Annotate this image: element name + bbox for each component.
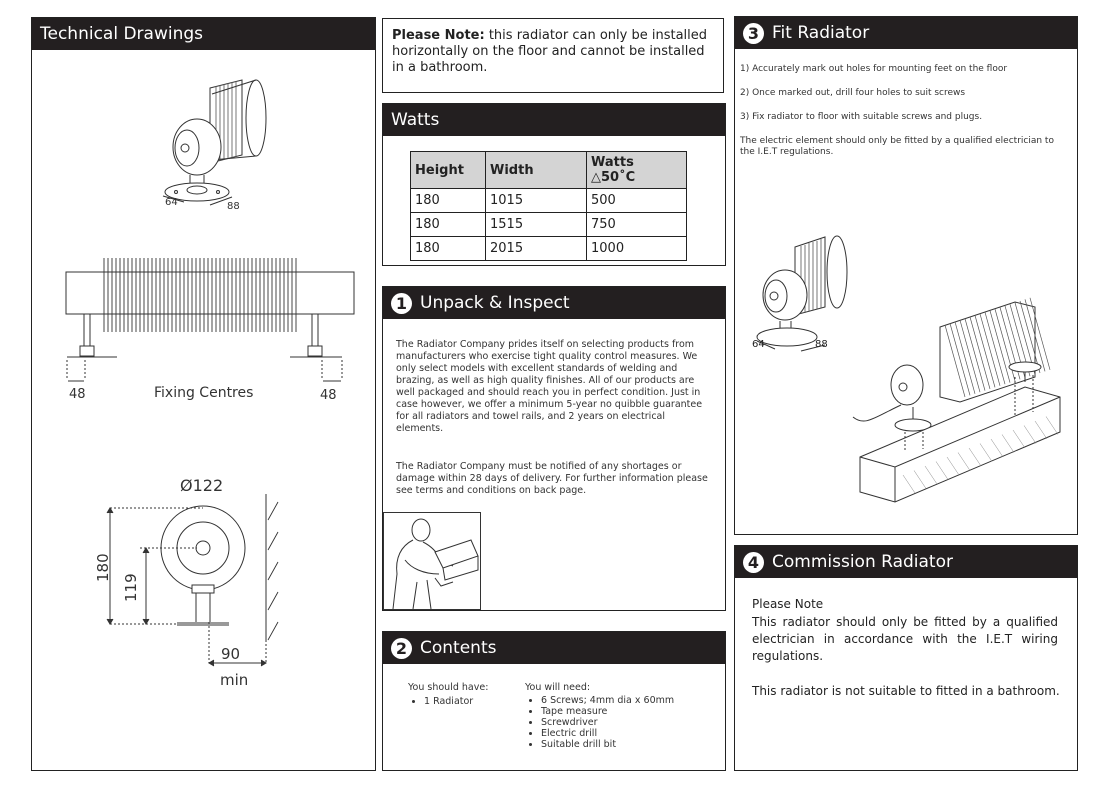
- fit-foot-dim-88: 88: [815, 339, 828, 350]
- fit-radiator-illustration: [756, 235, 1061, 503]
- table-cell: 180: [410, 188, 486, 213]
- table-cell: 1515: [485, 212, 587, 237]
- list-item: Electric drill: [541, 728, 715, 739]
- table-cell: 180: [410, 236, 486, 261]
- commission-note-label: Please Note: [752, 597, 824, 611]
- table-row: 180 1015 500: [410, 188, 687, 213]
- unpack-header: 1 Unpack & Inspect: [383, 287, 725, 319]
- table-row: 180 1515 750: [410, 212, 687, 237]
- fit-radiator-panel: 3 Fit Radiator 1) Accurately mark out ho…: [734, 16, 1078, 535]
- step-number-1: 1: [391, 292, 412, 314]
- commission-panel: 4 Commission Radiator Please Note This r…: [734, 545, 1078, 771]
- watts-title: Watts: [391, 110, 440, 130]
- diameter-label: Ø122: [180, 476, 223, 495]
- contents-panel: 2 Contents You should have: 1 Radiator Y…: [382, 631, 726, 771]
- note-bold: Please Note:: [392, 28, 485, 43]
- list-item: 6 Screws; 4mm dia x 60mm: [541, 695, 715, 706]
- foot-dim-88: 88: [227, 201, 240, 212]
- fit-note: The electric element should only be fitt…: [740, 136, 1054, 157]
- table-cell: 1015: [485, 188, 587, 213]
- radiator-elevation: [65, 258, 355, 382]
- need-label: You will need:: [525, 682, 591, 693]
- wall-gap-label: 90: [221, 645, 240, 663]
- fixing-centre-right: 48: [320, 388, 337, 403]
- list-item: Tape measure: [541, 706, 715, 717]
- table-row: 180 2015 1000: [410, 236, 687, 261]
- table-cell: 1000: [586, 236, 687, 261]
- table-cell: 180: [410, 212, 486, 237]
- height-center-label: 119: [122, 573, 140, 602]
- step-number-3: 3: [743, 22, 764, 44]
- watts-panel: Watts Height Width Watts △50˚C 180 1015 …: [382, 103, 726, 266]
- list-item: Screwdriver: [541, 717, 715, 728]
- unpacking-illustration: [383, 512, 481, 610]
- fit-step-1: 1) Accurately mark out holes for mountin…: [740, 64, 1008, 74]
- unpack-panel: 1 Unpack & Inspect The Radiator Company …: [382, 286, 726, 611]
- fit-step-2: 2) Once marked out, drill four holes to …: [740, 88, 966, 98]
- commission-title: Commission Radiator: [772, 552, 953, 572]
- technical-drawings-title: Technical Drawings: [40, 24, 204, 44]
- fit-foot-dim-64: 64: [752, 339, 765, 350]
- need-list: 6 Screws; 4mm dia x 60mm Tape measure Sc…: [525, 695, 715, 750]
- watts-header-row: Height Width Watts △50˚C: [410, 151, 687, 189]
- fixing-centre-left: 48: [69, 387, 86, 402]
- unpack-title: Unpack & Inspect: [420, 293, 570, 313]
- contents-have: You should have: 1 Radiator: [408, 682, 518, 708]
- fit-radiator-title: Fit Radiator: [772, 23, 870, 43]
- fit-radiator-header: 3 Fit Radiator: [735, 17, 1077, 49]
- have-list: 1 Radiator: [408, 696, 518, 708]
- technical-drawings-header: Technical Drawings: [32, 18, 375, 50]
- have-label: You should have:: [408, 682, 489, 693]
- note-text: this radiator can only be installed hori…: [392, 28, 708, 75]
- watts-col-height: Height: [410, 151, 486, 189]
- table-cell: 2015: [485, 236, 587, 261]
- contents-header: 2 Contents: [383, 632, 725, 664]
- contents-need: You will need: 6 Screws; 4mm dia x 60mm …: [525, 682, 715, 750]
- foot-drawing-top: [162, 79, 267, 206]
- technical-drawings-panel: Technical Drawings 64 88: [31, 17, 376, 771]
- commission-text-1: This radiator should only be fitted by a…: [752, 615, 1058, 663]
- watts-table: Height Width Watts △50˚C 180 1015 500 18…: [410, 151, 687, 261]
- step-number-2: 2: [391, 637, 412, 659]
- list-item: Suitable drill bit: [541, 739, 715, 750]
- unpack-para-1: The Radiator Company prides itself on se…: [396, 339, 703, 434]
- end-elevation-drawing: [106, 494, 279, 667]
- note-panel: Please Note: this radiator can only be i…: [382, 18, 724, 93]
- commission-text-2: This radiator is not suitable to fitted …: [752, 684, 1060, 698]
- step-number-4: 4: [743, 551, 764, 573]
- watts-col-width: Width: [485, 151, 587, 189]
- table-cell: 500: [586, 188, 687, 213]
- height-total-label: 180: [94, 553, 112, 582]
- watts-col-watts: Watts △50˚C: [586, 151, 687, 189]
- contents-title: Contents: [420, 638, 497, 658]
- fit-step-3: 3) Fix radiator to floor with suitable s…: [740, 112, 983, 122]
- watts-header: Watts: [383, 104, 725, 136]
- fixing-centres-label: Fixing Centres: [154, 385, 253, 401]
- commission-header: 4 Commission Radiator: [735, 546, 1077, 578]
- foot-dim-64: 64: [165, 197, 178, 208]
- technical-drawings-svg: 64 88 48 Fixing Centres 48: [65, 79, 355, 689]
- unpack-para-2: The Radiator Company must be notified of…: [396, 461, 708, 496]
- table-cell: 750: [586, 212, 687, 237]
- list-item: 1 Radiator: [424, 696, 518, 708]
- wall-gap-unit: min: [220, 671, 248, 689]
